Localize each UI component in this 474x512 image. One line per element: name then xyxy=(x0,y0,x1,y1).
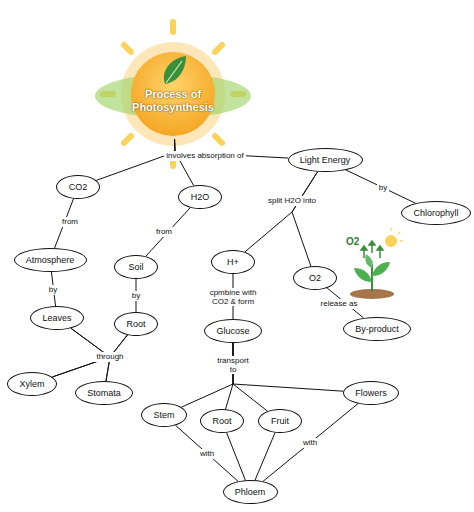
concept-ellipse: By-product xyxy=(343,317,411,341)
edge-label: transport to xyxy=(211,356,255,374)
node-text: H2O xyxy=(191,192,210,202)
title-text: Process of Photosynthesis xyxy=(129,88,217,113)
node-text: Phloem xyxy=(235,487,266,497)
sun-halo xyxy=(121,42,225,146)
edge-label: split H2O into xyxy=(266,196,318,205)
concept-ellipse: Stomata xyxy=(75,381,133,405)
node-text: Atmosphere xyxy=(26,255,75,265)
concept-ellipse: Glucose xyxy=(204,319,262,343)
edge-label: by xyxy=(377,183,389,192)
connector-line xyxy=(346,170,416,203)
node-text: H+ xyxy=(227,257,239,267)
connector-line xyxy=(176,425,238,481)
title-circle: Process of Photosynthesis xyxy=(128,49,218,139)
node-text: Chlorophyll xyxy=(413,208,458,218)
edge-label: cpmbine with CO2 & form xyxy=(200,288,266,306)
connector-line xyxy=(52,335,127,377)
edge-label: from xyxy=(60,217,80,226)
edge-label: by xyxy=(130,291,142,300)
node-text: Root xyxy=(126,319,145,329)
connector-line xyxy=(146,208,190,257)
concept-ellipse: Flowers xyxy=(343,381,399,405)
concept-ellipse: Light Energy xyxy=(288,148,363,172)
node-text: Stomata xyxy=(87,388,121,398)
concept-ellipse: CO2 xyxy=(56,175,100,199)
connector-line xyxy=(292,172,318,266)
leaf-icon xyxy=(164,56,186,84)
concept-ellipse: Phloem xyxy=(223,480,278,504)
node-text: By-product xyxy=(355,324,399,334)
node-text: Flowers xyxy=(355,388,387,398)
connector-line xyxy=(181,343,233,407)
node-text: Light Energy xyxy=(300,155,351,165)
concept-ellipse: Chlorophyll xyxy=(401,201,471,225)
connector-line xyxy=(227,433,246,480)
concept-ellipse: Fruit xyxy=(258,409,302,433)
concept-ellipse: Atmosphere xyxy=(14,248,87,272)
edge-label: through xyxy=(94,352,125,361)
icon-label: O2 xyxy=(346,236,359,247)
edge-label: involves absorption of xyxy=(164,151,245,160)
edge-label: from xyxy=(154,227,174,236)
node-text: Soil xyxy=(128,262,143,272)
edge-label: release as xyxy=(319,299,360,308)
concept-ellipse: Xylem xyxy=(7,372,57,396)
concept-ellipse: H+ xyxy=(211,250,255,274)
connector-line xyxy=(233,343,267,411)
concept-ellipse: H2O xyxy=(178,185,222,209)
connector-line xyxy=(175,139,194,186)
edge-label: by xyxy=(47,285,59,294)
node-text: O2 xyxy=(309,273,321,283)
node-text: Stem xyxy=(153,410,174,420)
edge-label: with xyxy=(198,449,216,458)
concept-ellipse: Root xyxy=(200,409,244,433)
node-text: Glucose xyxy=(216,326,249,336)
connector-line xyxy=(255,433,275,481)
connector-line xyxy=(96,139,175,180)
node-text: Leaves xyxy=(42,313,71,323)
concept-ellipse: Leaves xyxy=(30,306,84,330)
concept-ellipse: O2 xyxy=(293,266,337,290)
node-text: Root xyxy=(212,416,231,426)
concept-ellipse: Soil xyxy=(114,255,158,279)
edge-label: with xyxy=(301,438,319,447)
concept-ellipse: Stem xyxy=(141,403,187,427)
node-text: Fruit xyxy=(271,416,289,426)
node-text: Xylem xyxy=(19,379,44,389)
node-text: CO2 xyxy=(69,182,88,192)
concept-ellipse: Root xyxy=(114,312,158,336)
connector-line xyxy=(226,343,233,409)
connector-line xyxy=(245,172,318,252)
